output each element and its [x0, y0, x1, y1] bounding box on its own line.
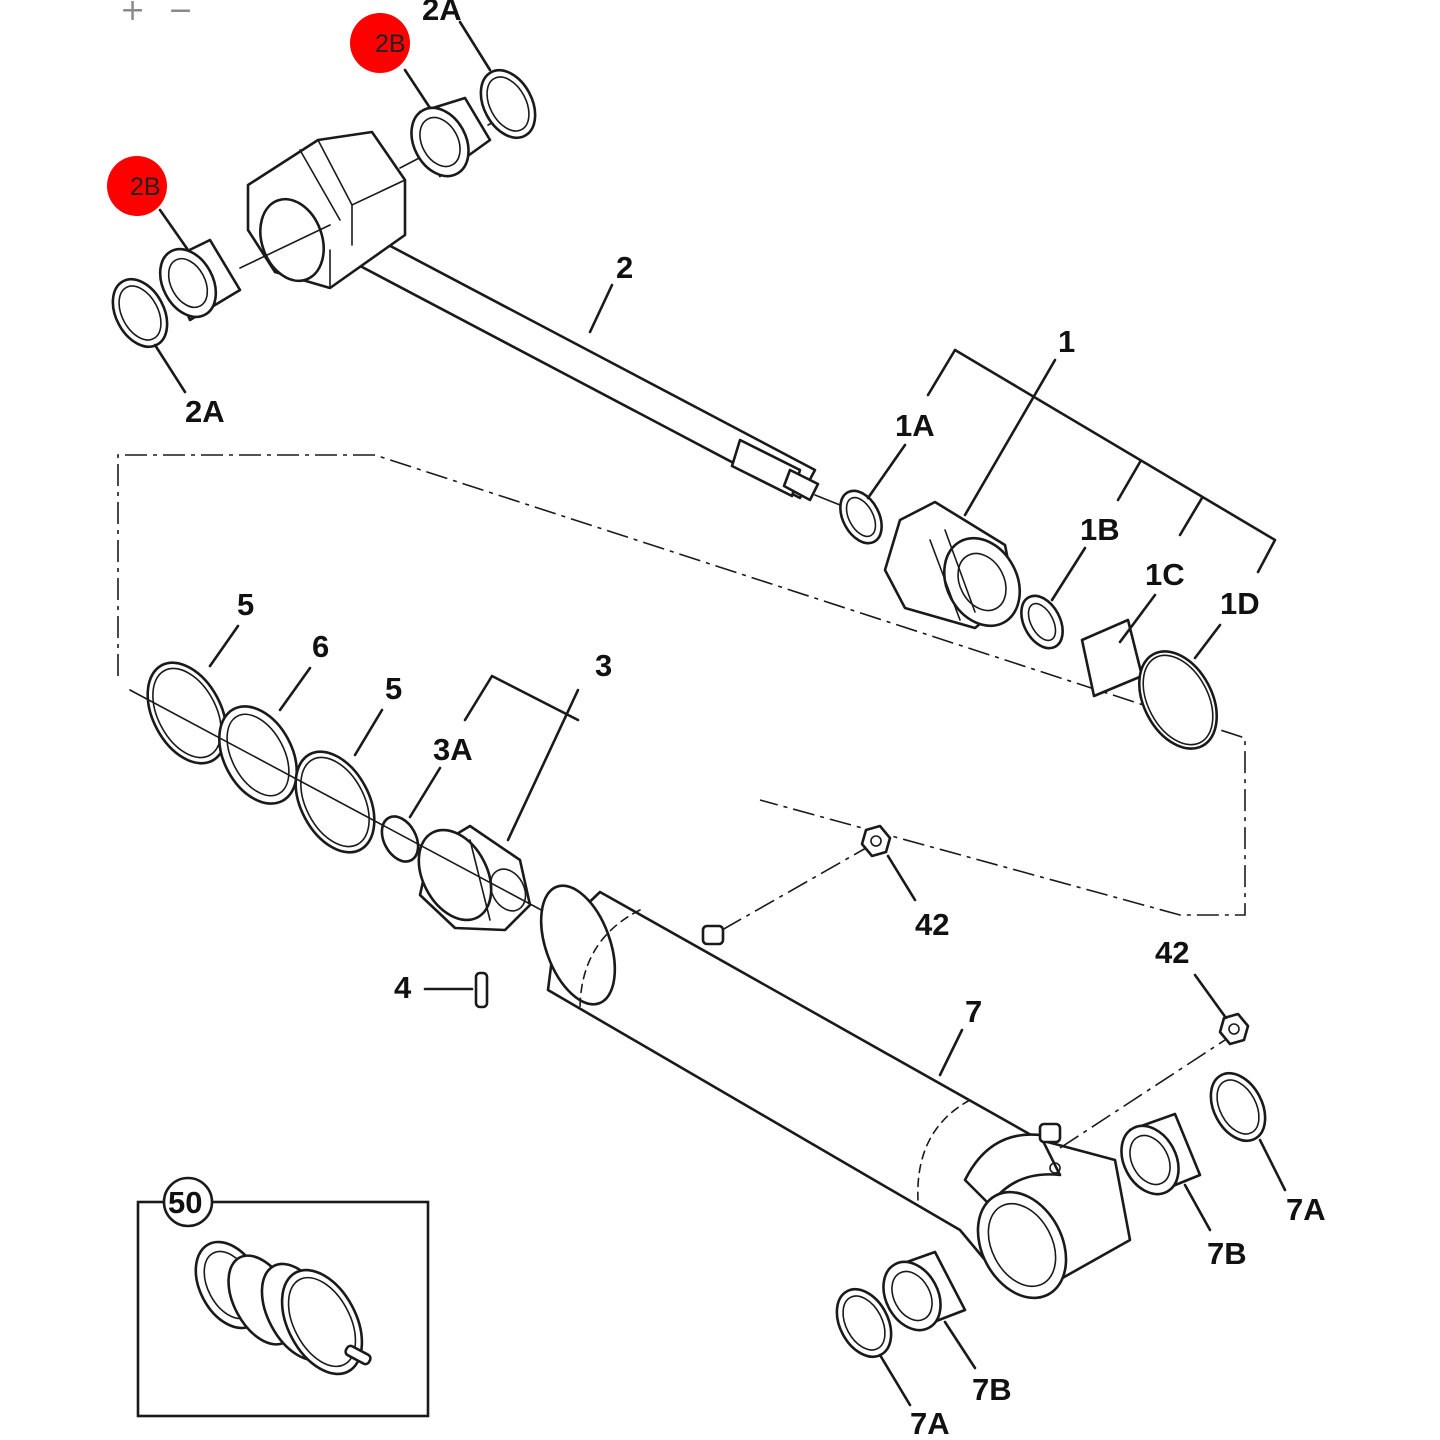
o-ring-3a [380, 815, 420, 863]
seal-7a-right [1209, 1071, 1267, 1143]
label-7a-right: 7A [1286, 1192, 1326, 1227]
label-2a-top: 2A [422, 0, 462, 27]
label-6: 6 [312, 629, 329, 664]
label-1a: 1A [895, 408, 935, 443]
zoom-in-button[interactable]: + [120, 0, 145, 28]
bushing-2b-top [410, 96, 492, 178]
bushing-7b-right [1120, 1112, 1202, 1196]
seal-2a-top [479, 68, 537, 140]
seal-7a-bottom [835, 1287, 893, 1359]
label-42-top: 42 [915, 907, 949, 942]
highlight-badge-2b-top[interactable]: 2B [350, 13, 410, 73]
piston-rod-part-2 [239, 115, 820, 502]
part-labels: 2A 2A 2 1 1A 1B 1C 1D 5 6 5 3 3A 4 42 42… [185, 0, 1326, 1440]
label-3: 3 [595, 648, 612, 683]
fitting-top-dashed-line [721, 847, 867, 931]
seal-kit-inset-50: 50 [136, 1176, 430, 1418]
label-2b-left: 2B [130, 173, 161, 201]
head-gland-part-3 [417, 824, 532, 932]
label-7a-bottom: 7A [910, 1406, 950, 1440]
label-7b-bottom: 7B [972, 1372, 1012, 1407]
zoom-out-button[interactable]: − [168, 0, 193, 28]
barrel-part-7 [539, 884, 1132, 1300]
label-1b: 1B [1080, 512, 1120, 547]
label-2b-top: 2B [375, 30, 406, 58]
label-4: 4 [394, 970, 412, 1005]
seal-5-left [146, 661, 228, 765]
label-5-right: 5 [385, 671, 402, 706]
label-1c: 1C [1145, 557, 1185, 592]
fitting-right-dashed-line [1059, 1039, 1226, 1149]
grease-fitting-42-right [1218, 1012, 1250, 1046]
grease-fitting-42-top [860, 824, 892, 858]
highlight-badge-2b-left[interactable]: 2B [107, 156, 167, 216]
leader-lines [153, 20, 1287, 1407]
label-1d: 1D [1220, 586, 1260, 621]
piston-part-1 [814, 489, 1218, 750]
label-5-left: 5 [237, 587, 254, 622]
label-3a: 3A [433, 732, 473, 767]
bushing-7b-bottom [882, 1250, 967, 1332]
seal-axis-line [129, 689, 561, 921]
label-7b-right: 7B [1207, 1236, 1247, 1271]
label-2: 2 [616, 250, 633, 285]
pin-part-4 [474, 971, 489, 1009]
seal-6 [218, 705, 298, 805]
label-50: 50 [168, 1185, 202, 1220]
zoom-controls: + − [120, 0, 193, 28]
seal-5-right [294, 750, 376, 854]
label-7: 7 [965, 994, 982, 1029]
bushing-2b-left [158, 238, 242, 322]
assembly-boundary-dashed-line [117, 454, 1246, 916]
label-2a-left: 2A [185, 394, 225, 429]
label-42-right: 42 [1155, 935, 1189, 970]
label-1: 1 [1058, 324, 1075, 359]
seal-2a-left [111, 277, 169, 349]
